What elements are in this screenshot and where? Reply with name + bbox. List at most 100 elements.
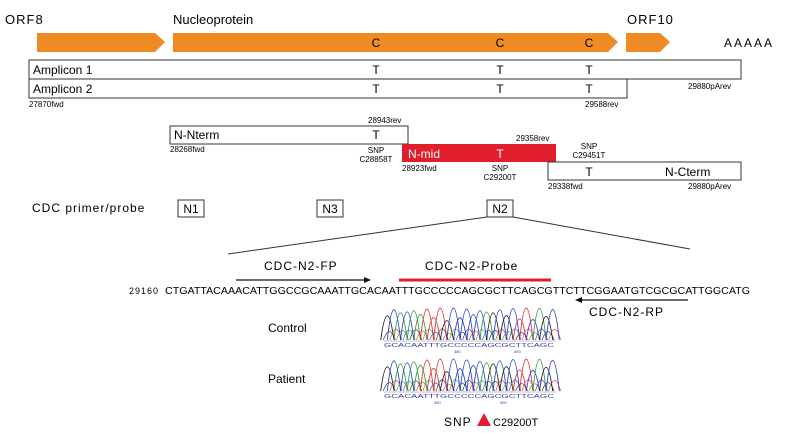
patient-subpeak-24 [541,382,555,392]
control-peak-16 [486,312,501,341]
cdc-label: CDC primer/probe [32,201,145,215]
patient-peak-23 [532,358,547,392]
control-tick-380: 380 [454,349,461,354]
patient-peak-21 [519,358,534,392]
control-chromatogram [380,307,561,341]
control-peak-10 [446,307,461,341]
fp-arrowhead-icon [364,277,371,283]
snp-bottom-label: SNP [444,415,472,429]
seq-start-pos: 29160 [129,286,159,296]
patient-peak-5 [413,365,428,392]
patient-peak-19 [505,359,521,392]
control-peak-19 [505,308,521,341]
control-subpeak-24 [541,331,555,341]
patient-peak-1 [386,360,401,392]
patient-peak-15 [479,362,494,392]
nmid-t: T [496,147,504,161]
amplicon-1-t2: T [496,63,504,77]
snp-c28858t: C28858T [360,155,393,164]
nterm-fwd: 28268fwd [170,145,205,154]
orf8-label: ORF8 [5,12,44,27]
nterm-rev: 28943rev [368,116,401,125]
patient-label: Patient [268,372,306,386]
control-tick-390: 390 [514,349,521,354]
patient-peak-13 [466,365,481,392]
amplicon-1-label: Amplicon 1 [33,63,93,77]
nmid-rev: 29358rev [516,134,549,143]
amplicon-2-rev: 29588rev [585,100,618,109]
control-base-calls: GCACAATTTGCCCCCAGCGCTTCAGC [384,343,555,349]
snp-1-label: SNP [368,146,384,155]
control-peak-2 [393,312,408,341]
control-peak-22 [525,319,540,341]
amplicon-2-label: Amplicon 2 [33,82,93,96]
patient-peak-17 [492,360,507,392]
control-peak-14 [472,310,487,341]
patient-peak-22 [525,370,540,392]
control-label: Control [268,321,307,335]
control-peak-6 [419,308,435,341]
patient-tick-390: 390 [500,400,507,405]
orf8-arrow [37,33,165,52]
patient-peak-16 [486,363,501,392]
patient-peak-10 [446,358,461,392]
zoom-line-left [227,216,488,255]
c-mark-3: C [585,36,594,50]
patient-peak-20 [512,369,527,392]
control-peak-4 [406,310,421,341]
nucleoprotein-label: Nucleoprotein [173,12,253,27]
cterm-fwd: 29338fwd [548,182,583,191]
c-mark-1: C [372,36,381,50]
n1-label: N1 [183,202,199,216]
patient-chromatogram [380,358,561,392]
cterm-label: N-Cterm [665,165,710,179]
amplicon-2-t1: T [372,82,380,96]
control-peak-23 [532,307,547,341]
orf10-arrow [626,33,670,52]
n3-label: N3 [322,202,338,216]
n2-box [486,199,514,218]
amplicon-1-rev: 29880pArev [688,82,731,91]
cterm-box [547,161,742,181]
control-peak-15 [479,311,494,341]
snp-2-label: SNP [492,164,508,173]
control-peak-9 [439,320,454,341]
patient-tick-380: 380 [434,400,441,405]
control-peak-17 [492,309,507,341]
probe-label: CDC-N2-Probe [425,259,518,273]
amplicon-2-t2: T [496,82,504,96]
control-subpeak-25 [548,329,561,341]
c-mark-2: C [496,36,505,50]
snp-triangle-icon [477,413,491,426]
nterm-t: T [372,128,380,142]
patient-peak-9 [439,371,454,392]
amplicon-1-box [28,59,742,80]
amplicon-2-t3: T [585,82,593,96]
patient-peak-12 [459,359,474,392]
patient-base-calls: GCACAATTTGCCCCCAGCGCTTCAGC [384,394,555,400]
nterm-box [169,125,409,145]
patient-peak-14 [472,361,487,392]
snp-3-label: SNP [581,142,597,151]
control-peak-13 [466,314,481,341]
snp-c29200t: C29200T [484,173,517,182]
nmid-box [402,144,556,162]
cterm-rev: 29880pArev [688,182,731,191]
polya-label: AAAAA [724,36,774,50]
patient-peak-8 [433,358,448,392]
patient-peak-3 [400,362,415,392]
zoom-line-right [512,216,691,250]
rp-arrowhead-icon [575,297,582,303]
control-peak-12 [459,308,474,341]
control-peak-1 [386,309,401,341]
n2-label: N2 [492,202,508,216]
amplicon-1-t1: T [372,63,380,77]
control-peak-8 [433,307,448,341]
control-peak-25 [545,309,560,341]
nterm-label: N-Nterm [174,128,219,142]
rp-label: CDC-N2-RP [589,305,664,319]
amplicon-2-fwd: 27870fwd [29,100,64,109]
patient-subpeak-25 [548,380,561,392]
orf10-label: ORF10 [627,12,674,27]
